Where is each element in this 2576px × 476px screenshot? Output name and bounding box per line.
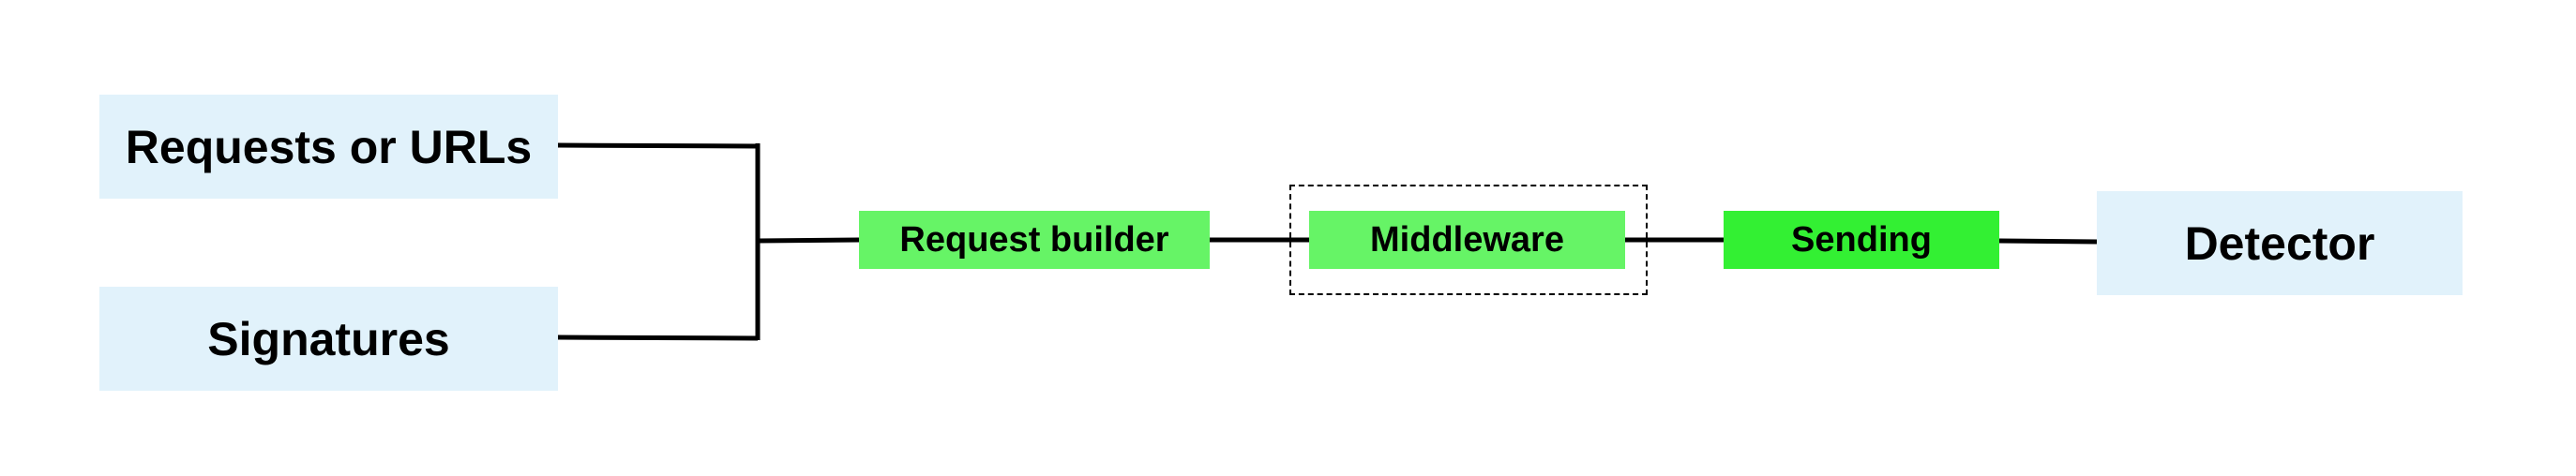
connector-merge-to-request-builder: [757, 237, 860, 244]
middleware-node: Middleware: [1309, 211, 1625, 269]
sending-label: Sending: [1791, 219, 1932, 260]
request-builder-node: Request builder: [859, 211, 1210, 269]
signatures-node: Signatures: [99, 287, 558, 391]
requests-or-urls-label: Requests or URLs: [125, 120, 533, 173]
sending-node: Sending: [1724, 211, 1999, 269]
requests-or-urls-node: Requests or URLs: [99, 95, 558, 199]
connector-signatures-to-merge: [557, 335, 759, 341]
connector-sending-to-detector: [1998, 238, 2098, 245]
signatures-label: Signatures: [207, 312, 450, 365]
request-builder-label: Request builder: [899, 219, 1169, 260]
detector-label: Detector: [2184, 216, 2375, 270]
middleware-label: Middleware: [1370, 219, 1564, 260]
detector-node: Detector: [2097, 191, 2463, 295]
connector-requests-to-merge: [557, 142, 759, 149]
middleware-dashed-frame: [1289, 185, 1648, 295]
